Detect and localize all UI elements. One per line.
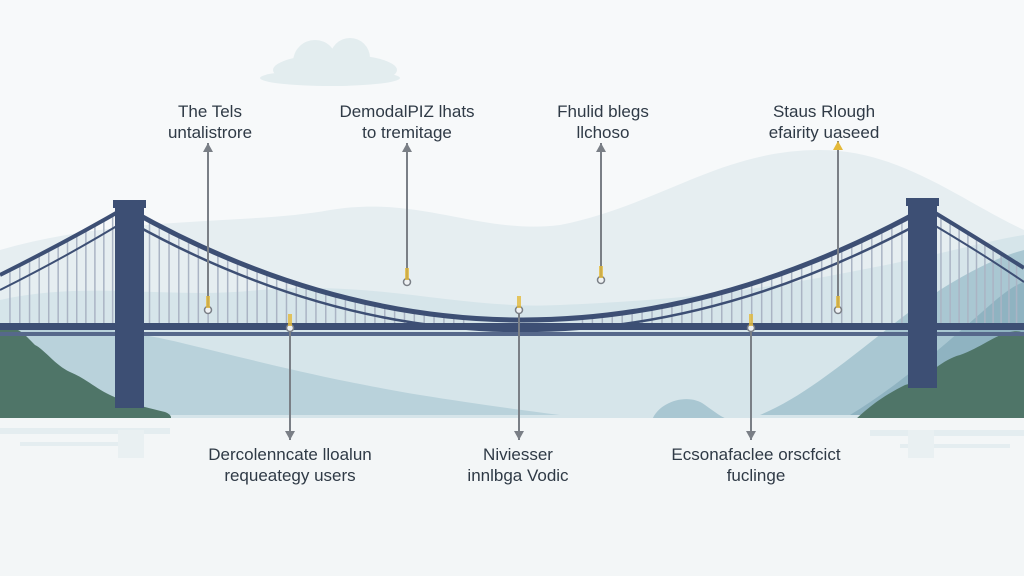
arrow-top-2 bbox=[402, 143, 412, 287]
label-top-2: DemodalPIZ lhats to tremitage bbox=[277, 101, 537, 143]
label-bottom-1-line2: requeategy users bbox=[224, 466, 356, 485]
small-island bbox=[652, 399, 730, 420]
accent-marker bbox=[599, 266, 603, 278]
label-bottom-3: Ecsonafaclee orscfcict fuclinge bbox=[626, 444, 886, 486]
arrow-bottom-2 bbox=[514, 296, 524, 440]
bridge-tower-right bbox=[906, 198, 939, 388]
label-bottom-1: Dercolenncate lloalun requeategy users bbox=[160, 444, 420, 486]
annotation-arrows bbox=[203, 141, 843, 440]
accent-marker bbox=[836, 296, 840, 308]
arrow-bottom-1 bbox=[285, 314, 295, 440]
label-top-2-line1: DemodalPIZ lhats bbox=[339, 102, 475, 121]
accent-marker bbox=[288, 314, 292, 326]
label-bottom-2: Niviesser innlbga Vodic bbox=[388, 444, 648, 486]
arrow-top-1 bbox=[203, 143, 213, 315]
cloud bbox=[260, 38, 400, 86]
main-cables bbox=[0, 203, 1024, 333]
label-top-1: The Tels untalistrore bbox=[80, 101, 340, 143]
accent-marker bbox=[405, 268, 409, 280]
label-top-4-line1: Staus Rlough bbox=[772, 102, 876, 121]
label-top-2-line2: to tremitage bbox=[362, 123, 452, 142]
label-top-3-line2: llchoso bbox=[576, 123, 630, 142]
arrow-head bbox=[203, 143, 213, 152]
main-cable-center-inner bbox=[129, 220, 923, 333]
arrow-top-3 bbox=[596, 143, 606, 285]
label-top-3-line1: Fhulid blegs bbox=[557, 102, 649, 121]
arrow-top-4 bbox=[833, 141, 843, 315]
label-bottom-2-line1: Niviesser bbox=[483, 445, 553, 464]
left-trees bbox=[0, 327, 172, 422]
arrow-head bbox=[746, 431, 756, 440]
label-bottom-3-line2: fuclinge bbox=[726, 466, 786, 485]
accent-marker bbox=[749, 314, 753, 326]
arrow-head bbox=[596, 143, 606, 152]
water-reflections bbox=[0, 428, 1024, 458]
label-top-3: Fhulid blegs llchoso bbox=[473, 101, 733, 143]
bridge-deck bbox=[0, 323, 1024, 336]
arrow-head bbox=[833, 141, 843, 150]
arrow-head bbox=[514, 431, 524, 440]
label-top-4-line2: efairity uaseed bbox=[768, 123, 880, 142]
accent-marker bbox=[206, 296, 210, 308]
accent-marker bbox=[517, 296, 521, 308]
arrow-bottom-3 bbox=[746, 314, 756, 440]
water bbox=[0, 418, 1024, 576]
label-top-1-line1: The Tels bbox=[178, 102, 242, 121]
main-cable-center bbox=[128, 207, 924, 323]
arrow-head bbox=[285, 431, 295, 440]
label-top-4: Staus Rlough efairity uaseed bbox=[694, 101, 954, 143]
label-bottom-1-line1: Dercolenncate lloalun bbox=[208, 445, 372, 464]
bridge-tower-left bbox=[113, 200, 146, 408]
arrow-head bbox=[402, 143, 412, 152]
label-bottom-3-line1: Ecsonafaclee orscfcict bbox=[671, 445, 841, 464]
label-bottom-2-line2: innlbga Vodic bbox=[467, 466, 569, 485]
label-top-1-line2: untalistrore bbox=[167, 123, 253, 142]
